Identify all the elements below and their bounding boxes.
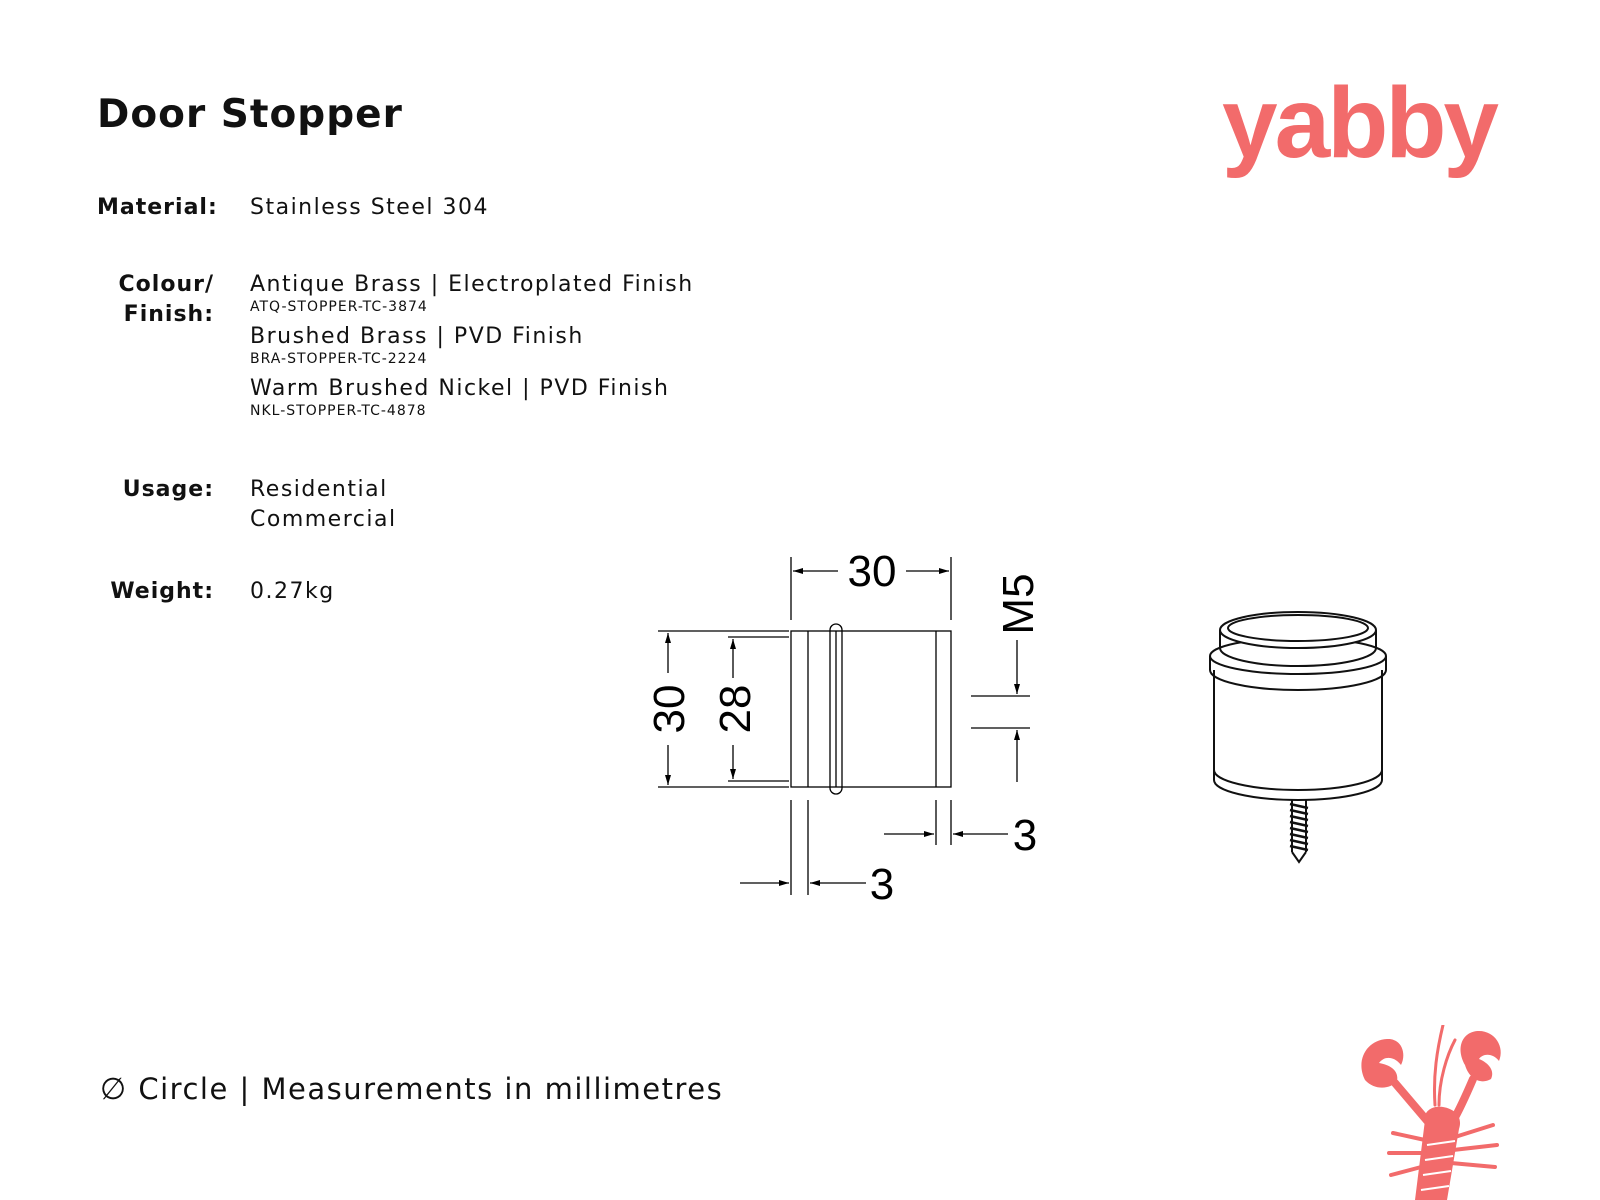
finish-option-code: NKL-STOPPER-TC-4878 [250, 403, 427, 419]
door-stopper-3d-icon [1209, 611, 1387, 864]
weight-label: Weight: [110, 579, 214, 604]
dim-height-outer-label: 30 [645, 685, 694, 734]
stopper-body [790, 630, 952, 788]
finish-label: Colour/ Finish: [97, 270, 214, 330]
usage-value: Residential [250, 477, 388, 502]
finish-option: Antique Brass | Electroplated Finish ATQ… [250, 271, 694, 315]
weight-value: 0.27kg [250, 579, 335, 604]
finish-label-line2: Finish: [123, 302, 214, 327]
material-label: Material: [97, 195, 218, 220]
finish-label-line1: Colour/ [118, 272, 214, 297]
dim-height-inner-label: 28 [711, 685, 760, 734]
finish-option-code: ATQ-STOPPER-TC-3874 [250, 299, 428, 315]
usage-label: Usage: [122, 477, 214, 502]
footnote: ∅ Circle | Measurements in millimetres [100, 1071, 723, 1108]
lobster-icon [1361, 1025, 1501, 1200]
usage-value: Commercial [250, 507, 397, 532]
finish-list: Antique Brass | Electroplated Finish ATQ… [250, 271, 694, 427]
brand-logo-text: yabby [1222, 67, 1499, 179]
page-title: Door Stopper [97, 92, 403, 137]
dim-left-offset-label: 3 [870, 860, 894, 909]
diameter-icon: ∅ [100, 1072, 128, 1107]
finish-option-code: BRA-STOPPER-TC-2224 [250, 351, 428, 367]
finish-option-name: Antique Brass | Electroplated Finish [250, 272, 694, 297]
dim-thread-label: M5 [994, 573, 1043, 634]
brand-logo: yabby [1222, 66, 1499, 181]
finish-option-name: Warm Brushed Nickel | PVD Finish [250, 376, 670, 401]
usage-values: Residential Commercial [250, 475, 397, 535]
material-value: Stainless Steel 304 [250, 195, 489, 220]
dim-right-offset-label: 3 [1013, 811, 1037, 860]
finish-option: Warm Brushed Nickel | PVD Finish NKL-STO… [250, 375, 694, 419]
dim-width-label: 30 [848, 547, 897, 596]
finish-option: Brushed Brass | PVD Finish BRA-STOPPER-T… [250, 323, 694, 367]
footnote-text: Circle | Measurements in millimetres [138, 1072, 724, 1106]
finish-option-name: Brushed Brass | PVD Finish [250, 324, 584, 349]
stopper-ring [829, 623, 843, 795]
